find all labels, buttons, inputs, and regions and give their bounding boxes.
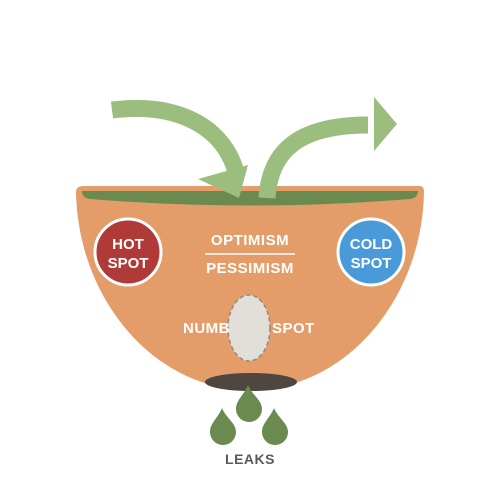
outflow-arrow-icon (258, 97, 397, 199)
leak-hole (205, 373, 297, 391)
cold-spot-circle (336, 217, 406, 287)
cold-spot-label: COLD SPOT (338, 224, 404, 284)
optimism-label: OPTIMISM (210, 232, 290, 249)
pessimism-label: PESSIMISM (206, 260, 294, 277)
hot-spot-circle (93, 217, 163, 287)
liquid-surface (82, 191, 418, 206)
hot-spot-label: HOT SPOT (95, 224, 161, 284)
inflow-arrow-icon (110, 99, 248, 198)
numb-spot-ellipse (227, 294, 271, 362)
cold-spot-line2: SPOT (350, 255, 392, 272)
drop-icon (210, 408, 236, 445)
leaks-label: LEAKS (225, 451, 275, 467)
numb-label: NUMB (183, 320, 230, 337)
spot-label: SPOT (272, 320, 315, 337)
hot-spot-line2: SPOT (107, 255, 149, 272)
bowl-body (76, 186, 424, 390)
cold-spot-line1: COLD (349, 236, 393, 253)
drop-icon (262, 408, 288, 445)
drop-icon (236, 385, 262, 422)
hot-spot-line1: HOT (112, 236, 144, 253)
